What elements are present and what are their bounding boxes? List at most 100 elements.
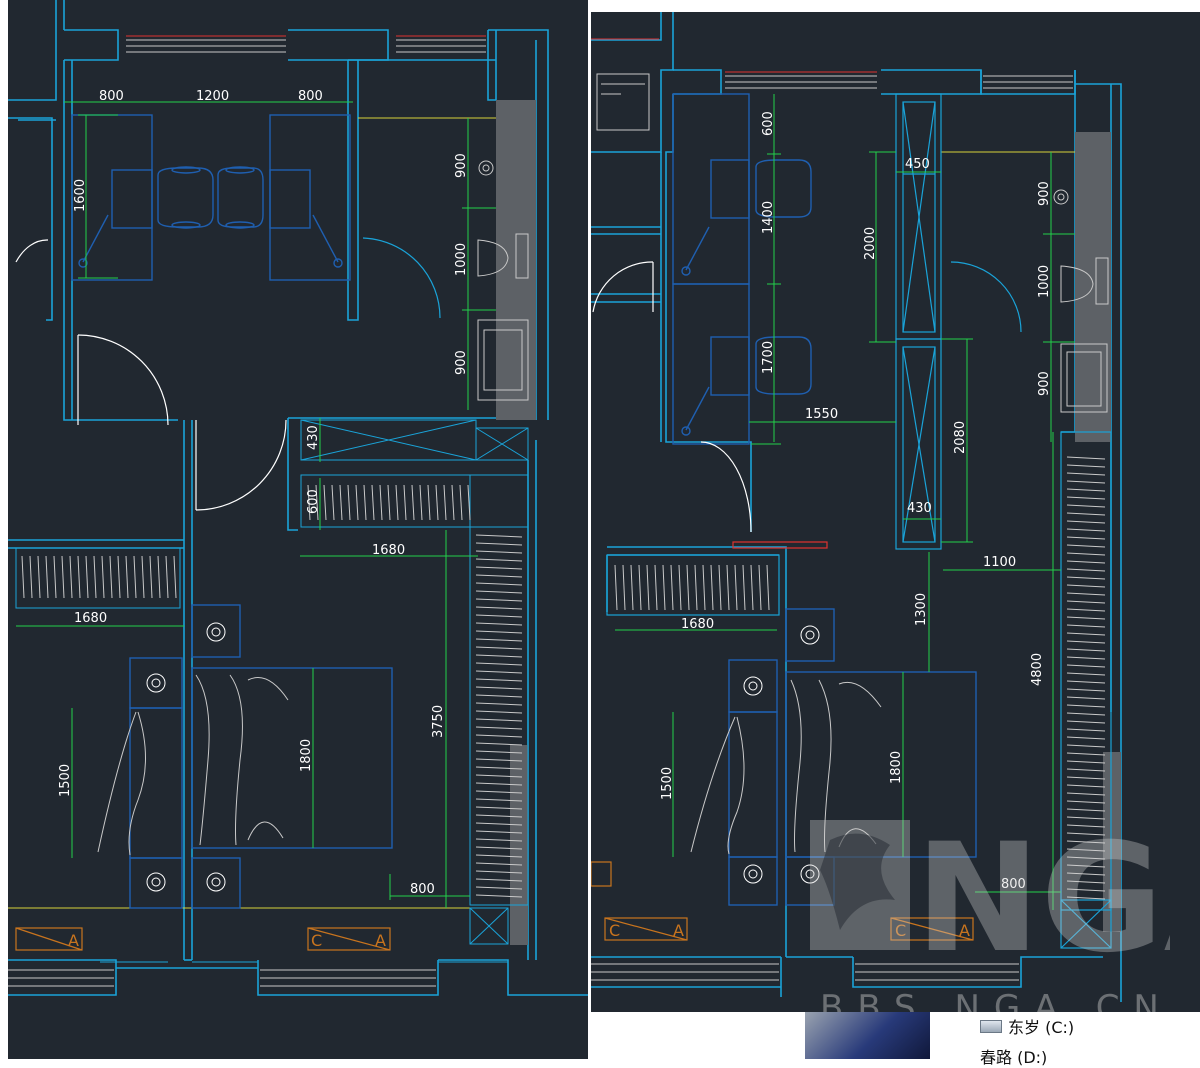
hanger-line	[157, 555, 161, 599]
hanger-line	[475, 798, 523, 802]
hanger-line	[1066, 664, 1106, 668]
right-appliance	[596, 73, 650, 131]
hanger-line	[1066, 656, 1106, 660]
hanger-line	[173, 555, 177, 599]
dim-1500: 1500	[58, 764, 73, 797]
hanger-line	[165, 555, 169, 599]
hanger-line	[1066, 504, 1106, 508]
right-dimension-labels: 600 1400 1700 1550 2000 450 2080 430 900…	[660, 111, 1052, 892]
left-wardrobe	[15, 419, 529, 945]
nga-watermark-logo: NGA	[800, 800, 1170, 970]
hanger-line	[371, 484, 375, 521]
hanger-line	[475, 862, 523, 866]
drive-icon	[980, 1019, 1002, 1033]
hanger-line	[475, 558, 523, 562]
left-doors	[15, 239, 287, 511]
hanger-line	[475, 726, 523, 730]
hanger-line	[1066, 776, 1106, 780]
left-floor-plan: A C A 800 1200 800 1600 900 1000 900 430…	[8, 0, 588, 1059]
hanger-line	[1066, 512, 1106, 516]
right-windows	[591, 75, 1073, 981]
hanger-line	[1066, 592, 1106, 596]
hanger-line	[475, 894, 523, 898]
hanger-line	[475, 790, 523, 794]
dim-430: 430	[306, 425, 321, 450]
hanger-line	[475, 614, 523, 618]
hanger-line	[475, 774, 523, 778]
hanger-line	[1066, 744, 1106, 748]
left-wc-door	[362, 237, 441, 319]
hanger-line	[347, 484, 351, 521]
hanger-line	[459, 484, 463, 521]
hanger-line	[1066, 848, 1106, 852]
hanger-line	[1066, 616, 1106, 620]
right-wall-grey-top	[1075, 132, 1111, 442]
hanger-line	[475, 750, 523, 754]
drive-d-item[interactable]: 春路 (D:)	[980, 1044, 1047, 1068]
hanger-line	[1066, 576, 1106, 580]
dim-r-450: 450	[905, 157, 930, 172]
hanger-line	[1066, 872, 1106, 876]
hanger-line	[662, 564, 666, 611]
hanger-line	[750, 564, 754, 611]
hanger-line	[45, 555, 49, 599]
hanger-line	[29, 555, 33, 599]
hanger-line	[1066, 568, 1106, 572]
dim-1680-left: 1680	[74, 611, 107, 626]
right-plan-drawing: C A C A 600 1400 1700 1550 2000 450 2080…	[591, 12, 1122, 1002]
hanger-line	[363, 484, 367, 521]
file-explorer-strip: 东岁 (C:) 春路 (D:)	[805, 1012, 1200, 1067]
right-floor-plan: C A C A 600 1400 1700 1550 2000 450 2080…	[591, 12, 1200, 1012]
left-bed-linen	[97, 674, 289, 856]
hanger-line	[21, 555, 25, 599]
dim-top-left-800: 800	[99, 89, 124, 104]
left-ac-letter-c: C	[311, 931, 322, 950]
right-wc-door	[950, 261, 1022, 333]
right-ac-letter-a2: A	[959, 921, 970, 940]
hanger-line	[475, 622, 523, 626]
right-study-furniture	[672, 93, 812, 445]
hanger-line	[475, 566, 523, 570]
hanger-line	[1066, 528, 1106, 532]
hanger-line	[1066, 632, 1106, 636]
hanger-line	[670, 564, 674, 611]
dim-r-1000: 1000	[1037, 265, 1052, 298]
drive-c-item[interactable]: 东岁 (C:)	[980, 1014, 1074, 1038]
hanger-line	[622, 564, 626, 611]
hanger-line	[475, 686, 523, 690]
right-wall-grey-bottom	[1103, 752, 1121, 932]
hanger-line	[475, 734, 523, 738]
right-doors	[592, 261, 752, 533]
right-lamps	[743, 625, 820, 884]
hanger-line	[475, 606, 523, 610]
hanger-line	[742, 564, 746, 611]
hanger-line	[467, 484, 471, 521]
hanger-line	[427, 484, 431, 521]
hanger-line	[475, 630, 523, 634]
hanger-line	[435, 484, 439, 521]
hanger-line	[1066, 456, 1106, 460]
hanger-line	[1066, 584, 1106, 588]
hanger-line	[1066, 808, 1106, 812]
hanger-line	[37, 555, 41, 599]
hanger-line	[101, 555, 105, 599]
left-ac-units	[15, 927, 391, 951]
hanger-line	[1066, 688, 1106, 692]
hanger-line	[475, 806, 523, 810]
hanger-line	[1066, 728, 1106, 732]
hanger-line	[1066, 832, 1106, 836]
hanger-line	[475, 870, 523, 874]
hanger-line	[85, 555, 89, 599]
hanger-line	[475, 758, 523, 762]
hanger-line	[475, 670, 523, 674]
hanger-line	[1066, 536, 1106, 540]
hanger-line	[323, 484, 327, 521]
hanger-line	[1066, 480, 1106, 484]
right-wc-fixtures	[1053, 189, 1109, 413]
hanger-line	[1066, 648, 1106, 652]
hanger-line	[1066, 792, 1106, 796]
hanger-line	[475, 718, 523, 722]
hanger-line	[1066, 696, 1106, 700]
hanger-line	[1066, 824, 1106, 828]
dim-r-4800: 4800	[1030, 653, 1045, 686]
